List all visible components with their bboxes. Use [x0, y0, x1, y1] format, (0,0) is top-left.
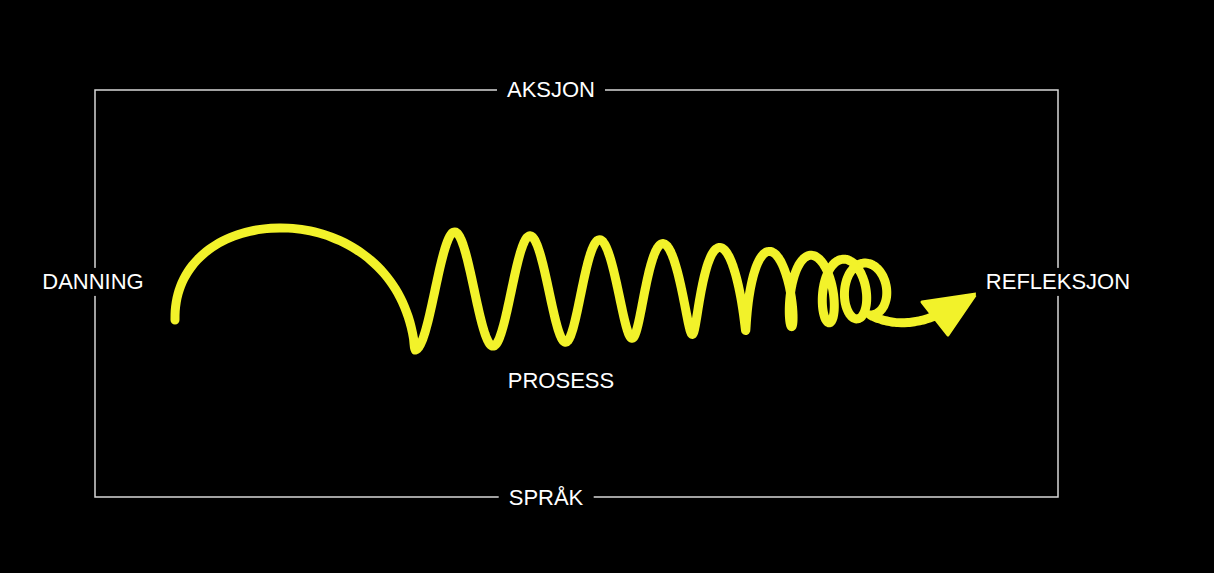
frame-label: DANNING [32, 268, 153, 296]
frame-label: AKSJON [497, 76, 605, 104]
frame-label: REFLEKSJON [976, 268, 1140, 296]
frame-label: SPRÅK [499, 484, 594, 512]
frame-rectangle [95, 90, 1058, 497]
arrow-head [922, 294, 976, 335]
process-squiggle [175, 228, 935, 350]
frame-label: PROSESS [498, 367, 624, 395]
